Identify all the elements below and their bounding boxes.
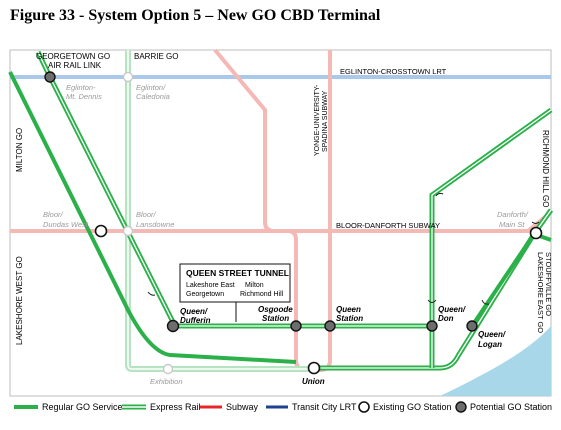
label-richmond-hill-go: RICHMOND HILL GO [541,130,550,208]
label-osgoode-2: Station [262,314,289,323]
label-exhibition: Exhibition [150,377,183,386]
station-bloor-dundas[interactable] [94,224,108,238]
label-queen-logan-2: Logan [478,340,502,349]
label-milton-go: MILTON GO [15,128,24,172]
label-yonge-university-2: SPADINA SUBWAY [322,90,329,152]
label-queen-dufferin-1: Queen/ [180,307,208,316]
lakeshore-west-go-line [8,71,297,364]
label-eglinton-crosstown: EGLINTON-CROSSTOWN LRT [340,67,447,76]
label-barrie-go: BARRIE GO [134,52,178,61]
label-eglinton-mt-dennis-2: Mt. Dennis [66,92,102,101]
richmond-hill-go-line [429,107,553,368]
tunnel-left-2: Georgetown [186,291,224,298]
station-bloor-lansdowne[interactable] [122,225,134,237]
station-eglinton-mt-dennis[interactable] [44,71,56,83]
legend-regular-label: Regular GO Service [42,402,123,412]
label-bloor-dundas-1: Bloor/ [43,210,64,219]
station-queen-logan[interactable] [466,320,478,332]
label-osgoode-1: Osgoode [258,305,293,314]
label-bloor-dundas-2: Dundas West [43,220,89,229]
label-lakeshore-west-go: LAKESHORE WEST GO [15,256,24,345]
figure-title: Figure 33 - System Option 5 – New GO CBD… [10,7,381,24]
legend-existing-icon [358,401,370,413]
station-eglinton-caledonia[interactable] [122,71,134,83]
label-union: Union [302,377,325,386]
tunnel-right-1: Milton [245,282,264,289]
label-bloor-danforth: BLOOR-DANFORTH SUBWAY [336,221,440,230]
label-queen-station-2: Station [336,314,363,323]
queen-street-tunnel-box: QUEEN STREET TUNNEL Lakeshore East Georg… [179,263,291,322]
station-union[interactable] [307,361,321,375]
legend-potential-label: Potential GO Station [470,402,552,412]
label-queen-dufferin-2: Dufferin [180,316,211,325]
label-queen-don-1: Queen/ [438,305,466,314]
legend-subway-label: Subway [226,402,259,412]
station-osgoode[interactable] [290,320,302,332]
legend: Regular GO Service Express Rail Subway T… [14,401,552,413]
tunnel-left-1: Lakeshore East [186,282,235,289]
label-bloor-lansdowne-2: Lansdowne [136,220,174,229]
label-danforth-main-1: Danforth/ [497,210,529,219]
station-danforth-main[interactable] [529,226,543,240]
bloor-danforth-subway-line [10,210,553,233]
label-yonge-university-1: YONGE-UNIVERSITY- [314,84,321,156]
label-queen-station-1: Queen [336,305,361,314]
legend-express-label: Express Rail [150,402,201,412]
tunnel-right-2: Richmond Hill [240,291,284,298]
label-queen-logan-1: Queen/ [478,330,506,339]
label-eglinton-caledonia-1: Eglinton/ [136,83,166,92]
map-frame [9,49,552,397]
label-stouffville-go: STOUFFVILLE GO [544,252,553,316]
station-queen-dufferin[interactable] [166,319,180,333]
label-queen-don-2: Don [438,314,454,323]
station-queen-don[interactable] [426,320,438,332]
barrie-express-rail [125,50,312,372]
legend-existing-label: Existing GO Station [373,402,452,412]
legend-potential-icon [455,401,467,413]
label-danforth-main-2: Main St [499,220,525,229]
label-georgetown-go: GEORGETOWN GO [36,52,110,61]
lakeshore-east-go-line [314,208,554,371]
label-bloor-lansdowne-1: Bloor/ [136,210,157,219]
station-queen[interactable] [324,320,336,332]
label-eglinton-caledonia-2: Caledonia [136,92,170,101]
label-lakeshore-east-go: LAKESHORE EAST GO [536,252,545,333]
tunnel-heading: QUEEN STREET TUNNEL [186,268,289,278]
lake-ontario [440,326,551,396]
label-air-rail-link: AIR RAIL LINK [48,61,102,70]
station-exhibition[interactable] [162,363,174,375]
label-eglinton-mt-dennis-1: Eglinton- [66,83,96,92]
legend-transit-city-label: Transit City LRT [292,402,357,412]
branch-ticks [147,192,540,305]
